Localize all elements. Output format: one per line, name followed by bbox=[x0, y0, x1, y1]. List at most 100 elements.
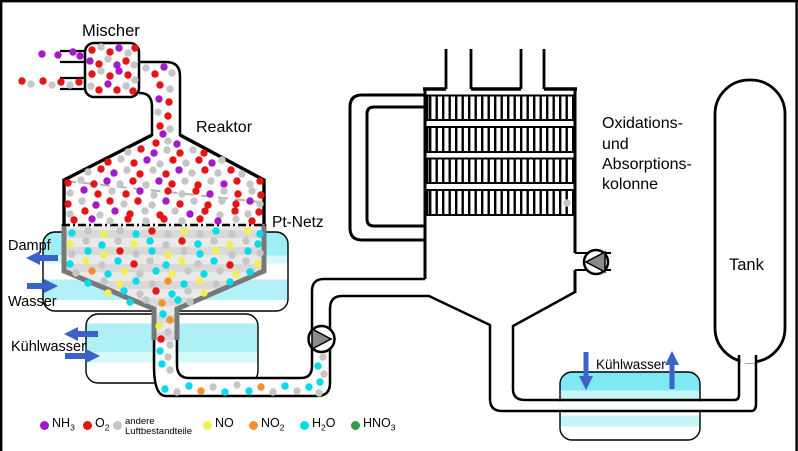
reactor-upper-chamber bbox=[64, 136, 264, 226]
molecule-dot-air bbox=[242, 257, 250, 265]
molecule-dot-o2 bbox=[122, 57, 130, 65]
pump-triangle-icon bbox=[584, 250, 606, 274]
diagram-labels: Mischer Reaktor Pt-Netz Oxidations- und … bbox=[8, 22, 765, 372]
molecule-dot-no bbox=[100, 230, 108, 238]
molecule-dot-nh3 bbox=[115, 67, 123, 75]
molecule-dot-h2o bbox=[168, 290, 176, 298]
molecule-dot-air bbox=[166, 366, 174, 374]
molecule-dot-o2 bbox=[81, 207, 89, 215]
molecule-dot-h2o bbox=[210, 257, 218, 265]
molecule-dot-nh3 bbox=[69, 48, 77, 56]
molecule-dot-nh3 bbox=[214, 217, 222, 225]
molecule-dot-h2o bbox=[194, 240, 202, 248]
molecule-dot-air bbox=[162, 241, 170, 249]
molecule-dot-air bbox=[98, 261, 106, 269]
molecule-dot-h2o bbox=[185, 382, 193, 390]
molecule-dot-h2o bbox=[98, 241, 106, 249]
molecule-dot-h2o bbox=[84, 279, 92, 287]
molecule-dot-air bbox=[246, 180, 254, 188]
coolingwater-down-arrow bbox=[579, 352, 593, 390]
molecule-dot-o2 bbox=[256, 177, 264, 185]
molecule-dot-h2o bbox=[196, 250, 204, 258]
molecule-dot-no bbox=[164, 251, 172, 259]
molecule-dot-air bbox=[315, 389, 323, 397]
reactor-label: Reaktor bbox=[196, 119, 253, 136]
molecule-dot-air bbox=[166, 125, 174, 133]
molecule-dot-air bbox=[130, 61, 138, 69]
molecule-dot-nh3 bbox=[136, 187, 144, 195]
molecule-dot-air bbox=[148, 201, 156, 209]
coolingwater-out-arrow bbox=[64, 327, 98, 341]
molecule-dot-air bbox=[209, 383, 217, 391]
molecule-dot-air bbox=[181, 177, 189, 185]
molecule-dot-air bbox=[132, 250, 140, 258]
molecule-dot-o2 bbox=[94, 190, 102, 198]
molecule-dot-h2o bbox=[281, 382, 289, 390]
molecule-dot-o2 bbox=[129, 177, 137, 185]
molecule-dot-air bbox=[117, 155, 125, 163]
packing-bed-3 bbox=[426, 157, 575, 184]
molecule-dot-h2o bbox=[126, 298, 134, 306]
molecule-dot-nh3 bbox=[54, 51, 62, 59]
molecule-dot-air bbox=[293, 387, 301, 395]
molecule-dot-o2 bbox=[39, 77, 47, 85]
molecule-dot-o2 bbox=[106, 72, 114, 80]
molecule-dot-h2o bbox=[212, 227, 220, 235]
molecule-dot-no bbox=[226, 241, 234, 249]
molecule-dot-air bbox=[142, 64, 150, 72]
molecule-dot-o2 bbox=[233, 177, 241, 185]
molecule-dot-o2 bbox=[162, 170, 170, 178]
molecule-dot-nh3 bbox=[186, 210, 194, 218]
molecule-dot-o2 bbox=[18, 77, 26, 85]
column-offgas-chimneys bbox=[444, 49, 546, 89]
molecule-dot-o2 bbox=[234, 190, 242, 198]
molecule-dot-no bbox=[104, 289, 112, 297]
molecule-dot-o2 bbox=[192, 187, 200, 195]
molecule-dot-air bbox=[244, 210, 252, 218]
molecule-dot-o2 bbox=[88, 70, 96, 78]
molecule-dot-air bbox=[48, 81, 56, 89]
molecule-dot-o2 bbox=[164, 187, 172, 195]
molecule-dot-nh3 bbox=[246, 197, 254, 205]
molecule-dot-h2o bbox=[200, 270, 208, 278]
molecule-dot-air bbox=[116, 227, 124, 235]
molecule-dot-h2o bbox=[156, 347, 164, 355]
molecule-dot-no bbox=[120, 267, 128, 275]
molecule-dot-air bbox=[228, 251, 236, 259]
molecule-dot-air bbox=[188, 169, 196, 177]
molecule-dot-nh3 bbox=[162, 197, 170, 205]
molecule-dot-h2o bbox=[314, 362, 322, 370]
molecule-dot-air bbox=[77, 176, 85, 184]
molecule-dot-air bbox=[156, 160, 164, 168]
molecule-dot-o2 bbox=[248, 217, 256, 225]
molecule-dot-o2 bbox=[90, 180, 98, 188]
molecule-dot-air bbox=[96, 211, 104, 219]
molecule-dot-o2 bbox=[164, 112, 172, 120]
molecule-dot-air bbox=[84, 168, 92, 176]
molecule-dot-no bbox=[178, 257, 186, 265]
molecule-dot-o2 bbox=[97, 165, 105, 173]
molecule-dot-nh3 bbox=[80, 186, 88, 194]
molecule-dot-h2o bbox=[148, 247, 156, 255]
molecule-dot-o2 bbox=[106, 197, 114, 205]
molecule-dot-o2 bbox=[255, 208, 263, 216]
molecule-dot-air bbox=[319, 353, 327, 361]
molecule-dot-o2 bbox=[169, 156, 177, 164]
molecule-dot-h2o bbox=[254, 240, 262, 248]
molecule-dot-h2o bbox=[158, 360, 166, 368]
molecule-dot-o2 bbox=[201, 207, 209, 215]
molecule-dot-air bbox=[123, 166, 131, 174]
pump-column bbox=[582, 248, 610, 276]
molecule-dot-air bbox=[136, 270, 144, 278]
molecule-dot-air bbox=[124, 148, 132, 156]
molecule-dot-no2 bbox=[257, 383, 265, 391]
tank-label: Tank bbox=[729, 256, 765, 274]
mixer-outlet-pipe-outer bbox=[139, 60, 182, 136]
molecule-dot-air bbox=[124, 49, 132, 57]
pump-riser bbox=[307, 324, 336, 354]
molecule-dot-o2 bbox=[176, 149, 184, 157]
molecule-dot-o2 bbox=[131, 44, 139, 52]
molecule-dot-h2o bbox=[221, 388, 229, 396]
